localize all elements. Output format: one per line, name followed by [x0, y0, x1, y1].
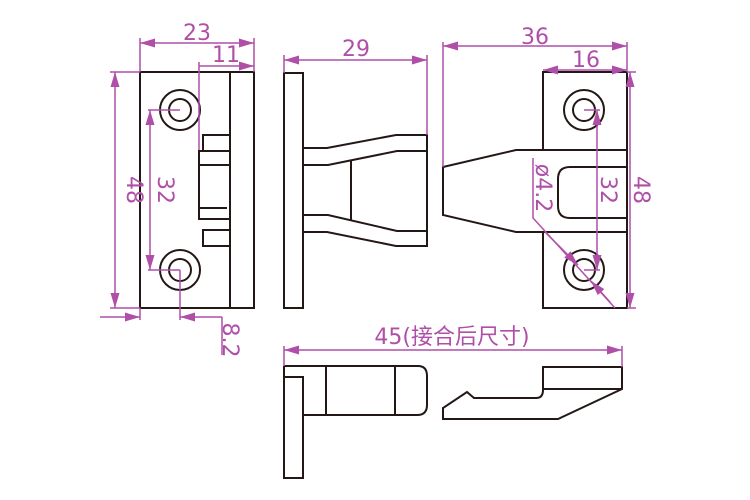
- dim-depth: 29: [342, 37, 370, 62]
- dim-edge-offset: 8.2: [217, 323, 242, 358]
- dim-plate-width: 16: [572, 48, 600, 73]
- dim-strike-height: 48: [628, 176, 653, 204]
- assembled-view: 45(接合后尺寸): [283, 325, 623, 479]
- strike-front-view: ø4.2 36 16 32 48: [442, 25, 653, 309]
- dim-total-width: 36: [521, 25, 549, 50]
- dim-strike-hole-spacing: 32: [595, 176, 620, 204]
- dim-hole-diameter: ø4.2: [530, 164, 555, 212]
- hinge-front-view: 23 11 48 32 8.2: [100, 21, 255, 358]
- hinge-side-view: 29: [283, 37, 428, 309]
- dim-hole-spacing: 32: [152, 176, 177, 204]
- dim-assembled-length: 45(接合后尺寸): [374, 325, 529, 350]
- dim-hinge-offset: 11: [212, 43, 240, 68]
- dim-height: 48: [121, 176, 146, 204]
- dim-width: 23: [183, 21, 211, 46]
